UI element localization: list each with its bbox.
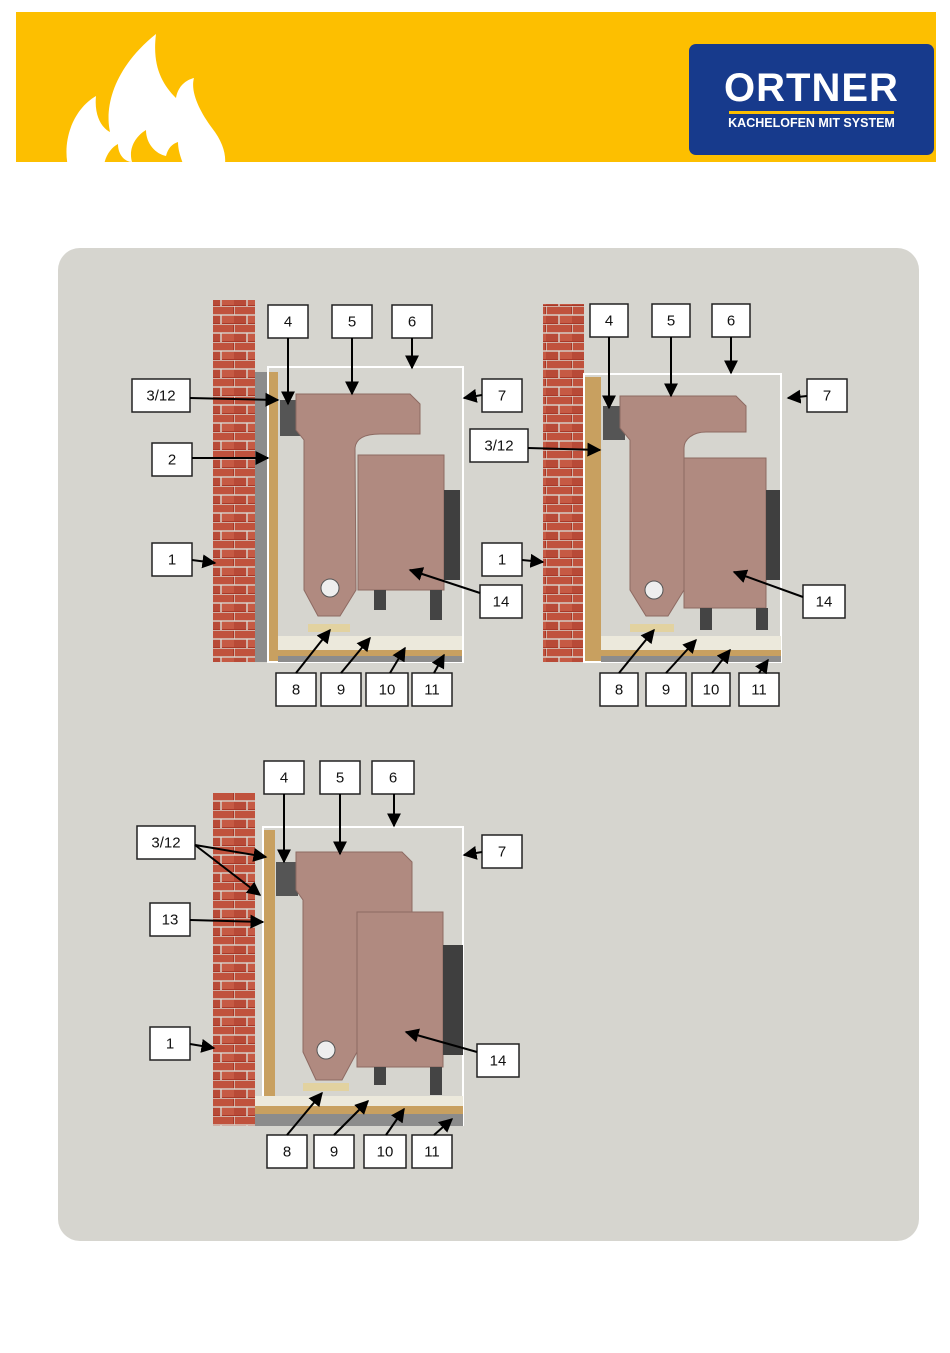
stove-door [444, 490, 460, 580]
callout-label: 4 [284, 314, 292, 331]
callout-label: 11 [751, 682, 767, 699]
callout-figure-c-l7: 7 [464, 835, 522, 868]
cleaning-opening [645, 581, 663, 599]
callout-label: 13 [162, 912, 179, 929]
figure-a [213, 300, 463, 662]
heat-shield-board [584, 377, 601, 662]
heat-shield-board [268, 372, 278, 662]
callout-figure-a-l1: 1 [152, 543, 215, 576]
callout-label: 3/12 [484, 438, 513, 455]
callout-label: 10 [703, 682, 720, 699]
callout-label: 9 [662, 682, 670, 699]
callout-label: 14 [816, 594, 833, 611]
callout-label: 10 [379, 682, 396, 699]
stove-door [443, 945, 463, 1055]
callout-figure-b-l1: 1 [482, 543, 543, 576]
stove-foot [374, 590, 386, 610]
callout-label: 9 [337, 682, 345, 699]
brick-wall [543, 304, 584, 662]
stove-foot [430, 1067, 442, 1095]
callout-figure-b-l5: 5 [652, 304, 690, 396]
stove-foot [700, 608, 712, 630]
callout-label: 1 [166, 1036, 174, 1053]
callout-label: 5 [348, 314, 356, 331]
callout-arrow [192, 560, 215, 563]
callout-arrow [464, 852, 482, 855]
stove-door [766, 490, 780, 580]
cleaning-opening [317, 1041, 335, 1059]
stove-foot [430, 590, 442, 620]
callout-figure-c-l11: 11 [412, 1119, 452, 1168]
callout-label: 5 [336, 770, 344, 787]
callout-label: 1 [168, 552, 176, 569]
stove-foot [374, 1067, 386, 1085]
callout-figure-b-l11: 11 [739, 660, 779, 706]
callout-label: 6 [408, 314, 416, 331]
brick-wall [213, 300, 255, 662]
callout-label: 4 [605, 313, 613, 330]
callout-figure-c-l6: 6 [372, 761, 414, 826]
callout-label: 8 [615, 682, 623, 699]
stove-foot [756, 608, 768, 630]
callout-figure-a-l5: 5 [332, 305, 372, 394]
callout-label: 5 [667, 313, 675, 330]
stove-body [358, 455, 444, 590]
callout-arrow [522, 560, 543, 562]
floor-insulation [255, 1096, 463, 1106]
figure-b [543, 304, 781, 662]
floor-board [601, 650, 781, 656]
callout-label: 3/12 [151, 835, 180, 852]
floor-base [255, 1114, 463, 1126]
callout-label: 6 [389, 770, 397, 787]
figure-c [213, 793, 463, 1126]
callout-label: 3/12 [146, 388, 175, 405]
heat-shield-board [263, 830, 275, 1103]
callout-label: 8 [292, 682, 300, 699]
stove-body [684, 458, 766, 608]
callout-figure-b-l6: 6 [712, 304, 750, 373]
flue-connector [276, 862, 298, 896]
callout-figure-c-l1: 1 [150, 1027, 214, 1060]
callout-figure-c-l5: 5 [320, 761, 360, 854]
callout-label: 8 [283, 1144, 291, 1161]
stove-body [357, 912, 443, 1067]
callout-label: 11 [424, 1144, 440, 1161]
support-pad [630, 624, 674, 632]
cleaning-opening [321, 579, 339, 597]
callout-label: 6 [727, 313, 735, 330]
callout-figure-a-l6: 6 [392, 305, 432, 368]
floor-board [278, 650, 462, 656]
callout-label: 4 [280, 770, 288, 787]
callout-label: 1 [498, 552, 506, 569]
callout-label: 2 [168, 452, 176, 469]
callout-label: 14 [493, 594, 510, 611]
callout-label: 10 [377, 1144, 394, 1161]
callout-label: 9 [330, 1144, 338, 1161]
brick-wall [213, 793, 255, 1126]
wall-insulation [255, 372, 268, 662]
callout-label: 11 [424, 682, 440, 699]
callout-label: 7 [823, 388, 831, 405]
callout-arrow [788, 396, 807, 398]
callout-label: 7 [498, 844, 506, 861]
callout-label: 7 [498, 388, 506, 405]
callout-arrow [464, 395, 482, 398]
support-pad [303, 1083, 349, 1091]
floor-insulation [601, 636, 781, 650]
callout-figure-a-l7: 7 [464, 379, 522, 412]
callout-figure-b-l7: 7 [788, 379, 847, 412]
callout-arrow [190, 1044, 214, 1048]
callout-label: 14 [490, 1053, 507, 1070]
